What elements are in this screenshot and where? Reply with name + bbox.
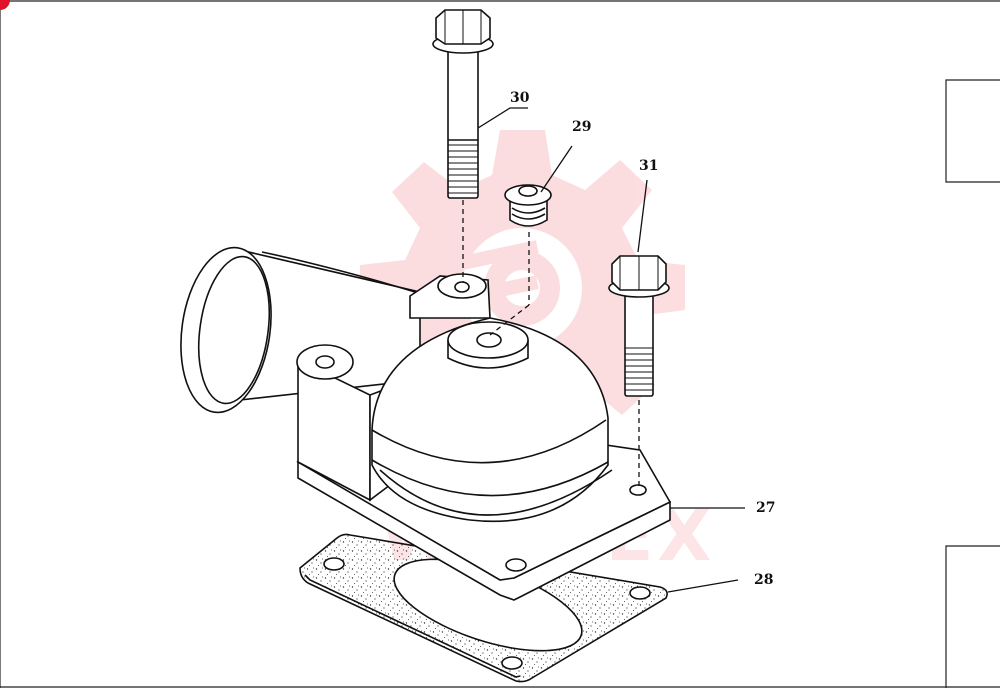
elbow-outlet-pipe	[180, 246, 421, 414]
callout-29: 29	[572, 119, 591, 135]
callout-30: 30	[510, 90, 530, 106]
side-tab-bottom	[945, 545, 1000, 688]
assembly-guide-lines	[462, 200, 640, 488]
side-tab-top	[945, 79, 1000, 183]
corner-badge-icon	[0, 0, 10, 10]
housing-part-27	[296, 273, 672, 601]
leader-lines	[477, 107, 745, 593]
callout-31: 31	[639, 158, 658, 174]
bolt-part-30	[432, 9, 494, 199]
plug-part-29	[504, 184, 552, 227]
bolt-part-31	[608, 255, 670, 397]
callout-28: 28	[754, 572, 773, 588]
callout-27: 27	[756, 500, 775, 516]
gasket-part-28	[299, 533, 668, 683]
